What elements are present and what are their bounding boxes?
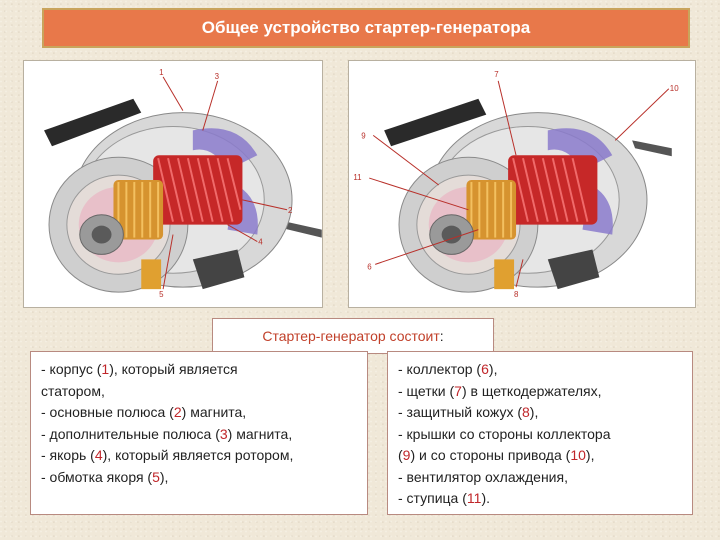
- list-item: - щетки (7) в щеткодержателях,: [398, 382, 602, 399]
- list-item: - дополнительные полюса (3) магнита,: [41, 425, 293, 442]
- callout-9: 9: [361, 131, 366, 140]
- right-illustration: 7 10 9 11 6 8: [348, 60, 696, 308]
- callout-3: 3: [215, 72, 220, 81]
- list-item: - защитный кожух (8),: [398, 404, 539, 420]
- list-item: - крышки со стороны коллектора: [398, 425, 611, 442]
- caption-text: Стартер-генератор состоит: [262, 328, 440, 344]
- caption-colon: :: [439, 328, 444, 344]
- slide-title: Общее устройство стартер-генератора: [42, 8, 690, 48]
- list-item: - вентилятор охлаждения,: [398, 468, 568, 485]
- callout-7: 7: [494, 70, 498, 79]
- list-item: - корпус (1), который является: [41, 361, 238, 377]
- list-item: статором,: [41, 382, 105, 399]
- callout-4: 4: [258, 238, 263, 247]
- starter-generator-cutaway-right: 7 10 9 11 6 8: [353, 70, 679, 299]
- components-list-right: - коллектор (6), - щетки (7) в щеткодерж…: [387, 351, 693, 515]
- list-item: - якорь (4), который является ротором,: [41, 447, 294, 463]
- callout-5: 5: [159, 290, 164, 299]
- callout-6: 6: [367, 262, 372, 271]
- callout-11: 11: [353, 173, 362, 182]
- starter-generator-cutaway-left: 1 3 2 4 5: [44, 68, 322, 299]
- callout-2: 2: [288, 206, 292, 215]
- callout-10: 10: [670, 84, 679, 93]
- list-item: - основные полюса (2) магнита,: [41, 404, 247, 420]
- list-item: - ступица (11).: [398, 490, 490, 506]
- left-illustration: 1 3 2 4 5: [23, 60, 323, 308]
- list-item: (9) и со стороны привода (10),: [398, 447, 595, 463]
- callout-8: 8: [514, 290, 519, 299]
- components-list-left: - корпус (1), который является статором,…: [30, 351, 368, 515]
- callout-1: 1: [159, 68, 164, 77]
- list-item: - коллектор (6),: [398, 361, 498, 377]
- composition-caption: Стартер-генератор состоит:: [212, 318, 494, 354]
- slide-title-text: Общее устройство стартер-генератора: [201, 18, 531, 37]
- list-item: - обмотка якоря (5),: [41, 468, 169, 485]
